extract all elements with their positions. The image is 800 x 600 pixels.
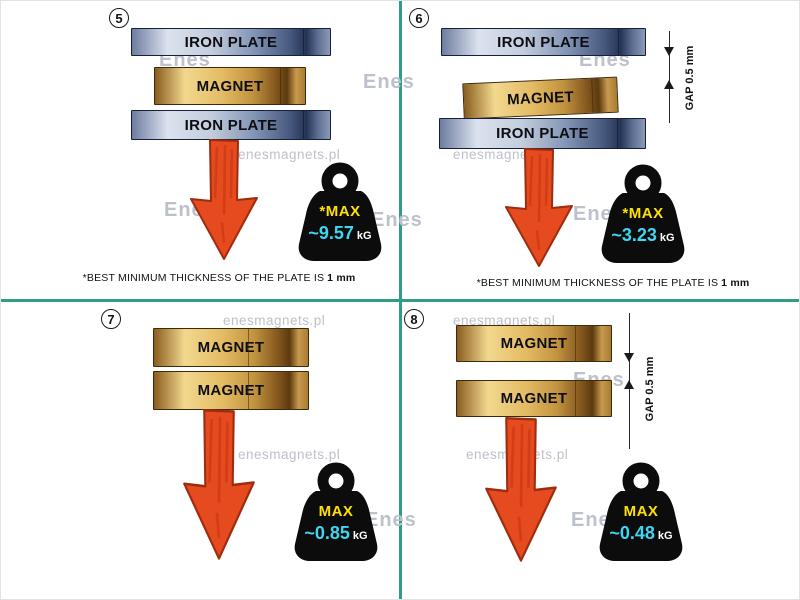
footnote-bold: 1 mm — [721, 277, 750, 289]
divider-horizontal — [1, 299, 799, 302]
gap-arrow-up-icon — [664, 80, 674, 89]
iron-plate-top: IRON PLATE — [131, 28, 331, 56]
gap-arrow-down-icon — [624, 353, 634, 362]
watermark-brand-logo: Enes — [365, 509, 417, 531]
watermark-brand-logo: Enes — [363, 71, 415, 93]
pull-force-arrow — [484, 417, 558, 563]
iron-plate-top: IRON PLATE — [441, 28, 646, 56]
magnet: MAGNET — [462, 76, 619, 120]
iron-plate-bottom: IRON PLATE — [439, 118, 646, 149]
force-value: ~0.85 — [304, 523, 350, 543]
force-unit: kG — [657, 530, 673, 542]
force-value: ~0.48 — [609, 523, 655, 543]
panel-8-number: 8 — [404, 309, 424, 329]
gap-dimension-line — [669, 31, 670, 123]
watermark-site: enesmagnets.pl — [223, 313, 326, 328]
pull-force-arrow — [189, 139, 259, 261]
layer-label: IRON PLATE — [184, 116, 278, 134]
max-label: MAX — [318, 503, 354, 520]
layer-label: MAGNET — [506, 88, 575, 108]
max-label: *MAX — [622, 205, 664, 222]
layer-label: IRON PLATE — [184, 33, 278, 51]
magnet-top: MAGNET — [456, 325, 612, 362]
pull-force-arrow — [504, 148, 574, 268]
layer-label: MAGNET — [197, 339, 265, 356]
iron-plate-bottom: IRON PLATE — [131, 110, 331, 140]
footnote-text: *BEST MINIMUM THICKNESS OF THE PLATE IS — [82, 272, 325, 284]
footnote-text: *BEST MINIMUM THICKNESS OF THE PLATE IS — [476, 277, 719, 289]
force-value: ~9.57 — [308, 223, 354, 243]
layer-label: MAGNET — [500, 335, 568, 352]
force-unit: kG — [352, 530, 368, 542]
layer-label: MAGNET — [197, 382, 265, 399]
watermark-site: enesmagnets.pl — [238, 147, 341, 162]
panel-5-number: 5 — [109, 8, 129, 28]
layer-label: IRON PLATE — [497, 33, 590, 51]
max-label: MAX — [623, 503, 659, 520]
watermark-site: enesmagnets.pl — [453, 313, 556, 328]
magnet: MAGNET — [154, 67, 306, 105]
max-label: *MAX — [319, 203, 361, 220]
layer-label: MAGNET — [500, 390, 568, 407]
layer-label: MAGNET — [196, 77, 264, 95]
layer-label: IRON PLATE — [496, 125, 589, 142]
gap-label: GAP 0.5 mm — [684, 45, 696, 111]
magnet-bottom: MAGNET — [456, 380, 612, 417]
pull-force-arrow — [182, 409, 256, 561]
force-unit: kG — [659, 232, 675, 244]
gap-arrow-down-icon — [664, 47, 674, 56]
gap-arrow-up-icon — [624, 380, 634, 389]
force-value: ~3.23 — [611, 225, 657, 245]
magnet-top: MAGNET — [153, 328, 309, 367]
panel-6-number: 6 — [409, 8, 429, 28]
force-unit: kG — [356, 230, 372, 242]
magnet-bottom: MAGNET — [153, 371, 309, 410]
gap-label: GAP 0.5 mm — [644, 356, 656, 422]
panel-7-number: 7 — [101, 309, 121, 329]
footnote-bold: 1 mm — [327, 272, 356, 284]
watermark-brand-logo: Enes — [371, 209, 423, 231]
watermark-site: enesmagnets.pl — [238, 447, 341, 462]
